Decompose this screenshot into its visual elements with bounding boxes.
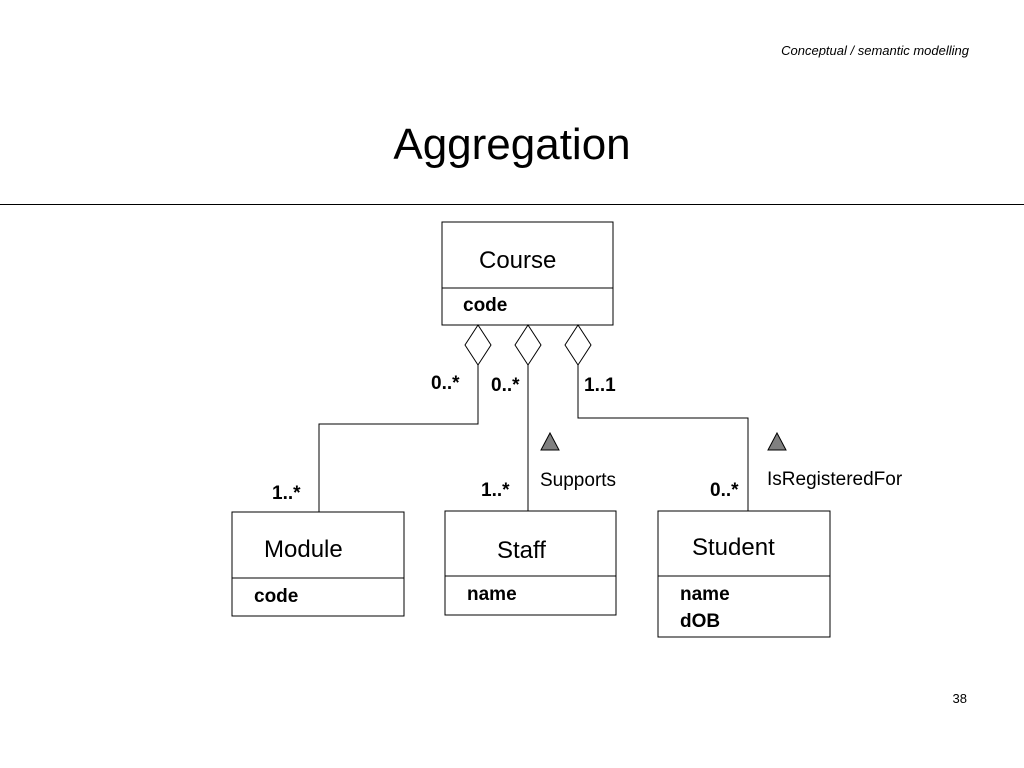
module-class-name: Module	[264, 536, 343, 563]
isregisteredfor-direction-triangle	[767, 431, 787, 451]
course-module-multiplicity-module: 1..*	[272, 483, 301, 504]
staff-attribute: name	[467, 584, 517, 605]
course-staff-multiplicity-staff: 1..*	[481, 480, 510, 501]
student-class-name: Student	[692, 534, 775, 561]
supports-association-label: Supports	[540, 470, 616, 491]
student-attribute: name	[680, 584, 730, 605]
isregisteredfor-association-label: IsRegisteredFor	[767, 469, 903, 490]
course-attribute: code	[463, 295, 507, 316]
course-module-multiplicity-course: 0..*	[431, 373, 460, 394]
header-text: Conceptual / semantic modelling	[781, 43, 969, 58]
staff-class-name: Staff	[497, 537, 546, 564]
course-class-name: Course	[479, 247, 556, 274]
student-attribute: dOB	[680, 611, 720, 632]
module-class-box	[231, 511, 405, 617]
title-divider	[0, 204, 1024, 205]
aggregation-diamond-student	[564, 324, 592, 366]
slide-title: Aggregation	[393, 120, 631, 169]
course-student-multiplicity-course: 1..1	[584, 375, 616, 396]
student-class-box	[657, 510, 831, 638]
supports-direction-triangle	[540, 431, 560, 451]
aggregation-diamond-module	[464, 324, 492, 366]
staff-class-box	[444, 510, 617, 616]
module-attribute: code	[254, 586, 298, 607]
aggregation-line-student	[577, 365, 749, 511]
page-number: 38	[952, 691, 967, 706]
course-staff-multiplicity-course: 0..*	[491, 375, 520, 396]
aggregation-diamond-staff	[514, 324, 542, 366]
aggregation-line-module	[318, 365, 479, 512]
course-student-multiplicity-student: 0..*	[710, 480, 739, 501]
